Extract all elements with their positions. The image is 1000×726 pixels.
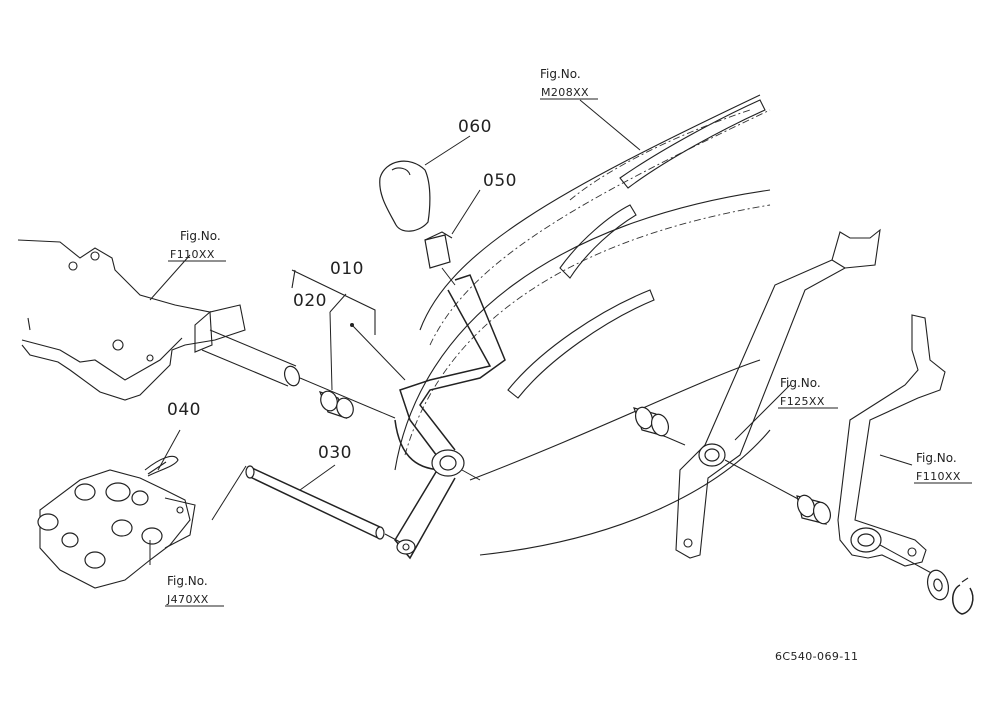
part-number-030: 030 — [318, 443, 352, 463]
washer — [926, 569, 950, 601]
grip-sleeve-050 — [424, 231, 456, 286]
fig-caption: Fig.No. — [540, 67, 581, 81]
fig-caption: Fig.No. — [780, 376, 821, 390]
bushing-right-a — [633, 406, 670, 437]
clip-pin-040 — [144, 455, 179, 477]
leader-lines — [149, 99, 913, 565]
drawing-code: 6C540-069-11 — [775, 650, 858, 663]
pivot-shaft — [201, 329, 396, 419]
snap-ring — [952, 577, 974, 615]
fig-ref-m208: Fig.No. M208XX — [540, 67, 598, 100]
fig-code: F125XX — [780, 395, 825, 408]
fig-code: J470XX — [166, 593, 209, 606]
fig-ref-f110-left: Fig.No. F110XX — [168, 229, 226, 262]
part-number-040: 040 — [167, 400, 201, 420]
lever-knob-060 — [379, 160, 431, 232]
fig-caption: Fig.No. — [167, 574, 208, 588]
part-number-060: 060 — [458, 117, 492, 137]
rod-030 — [211, 465, 401, 543]
side-lever-right — [837, 314, 946, 576]
part-number-050: 050 — [483, 171, 517, 191]
fig-code: F110XX — [170, 248, 215, 261]
bushing-020 — [318, 390, 354, 419]
bushing-right-b — [796, 494, 832, 525]
control-valve — [37, 469, 196, 589]
fig-code: M208XX — [541, 86, 589, 99]
frame-bracket-left — [17, 239, 246, 401]
part-number-020: 020 — [293, 291, 327, 311]
fender-outline — [394, 94, 771, 556]
shift-lever-010 — [291, 269, 506, 560]
fig-ref-f110-right: Fig.No. F110XX — [914, 451, 972, 484]
side-bracket-right — [649, 228, 881, 559]
fig-ref-j470: Fig.No. J470XX — [165, 574, 224, 607]
fig-ref-f125: Fig.No. F125XX — [778, 376, 838, 409]
fig-caption: Fig.No. — [916, 451, 957, 465]
part-number-010: 010 — [330, 259, 364, 279]
fig-code: F110XX — [916, 470, 961, 483]
fig-caption: Fig.No. — [180, 229, 221, 243]
